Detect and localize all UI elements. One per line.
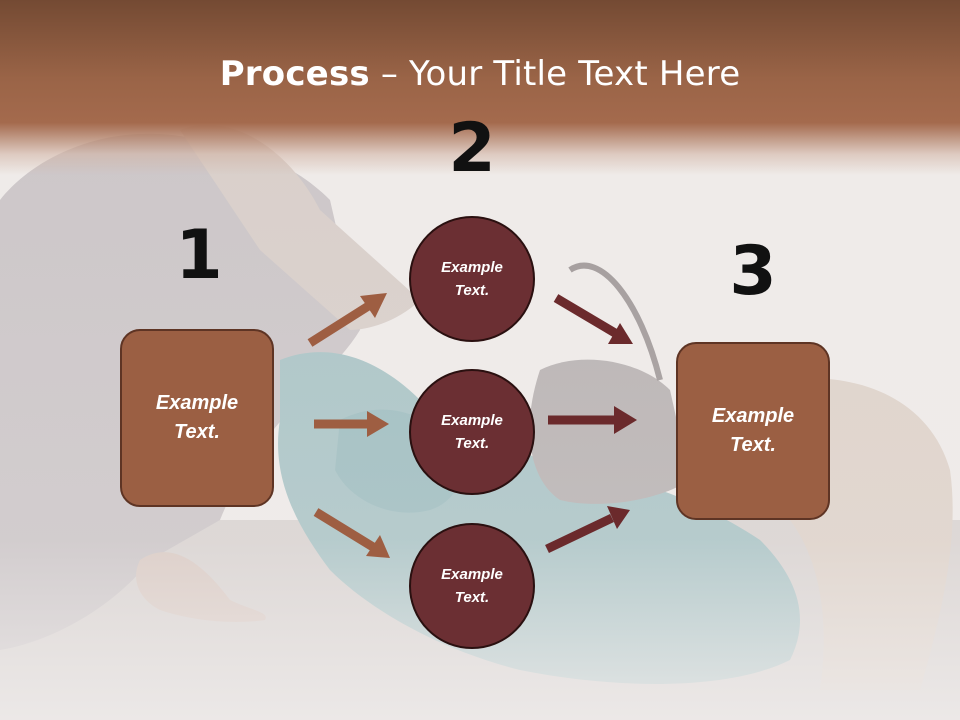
step-2-circle-bottom[interactable]: Example Text.: [409, 523, 535, 649]
arrow-from-middle-circle: [548, 406, 637, 434]
circle-bottom-line1: Example: [441, 566, 503, 583]
step-1-box[interactable]: Example Text.: [120, 329, 274, 507]
step-2-circle-top[interactable]: Example Text.: [409, 216, 535, 342]
circle-bottom-line2: Text.: [454, 589, 490, 606]
circle-middle-line1: Example: [441, 412, 503, 429]
step-number-1: 1: [175, 216, 223, 295]
step-3-box-line1: Example: [711, 405, 795, 427]
arrow-from-bottom-circle: [545, 506, 630, 554]
title-rest: – Your Title Text Here: [369, 54, 741, 94]
circle-top-line2: Text.: [454, 282, 490, 299]
step-3-box[interactable]: Example Text.: [676, 342, 830, 520]
step-number-3: 3: [729, 232, 777, 311]
header-band: [0, 0, 960, 175]
arrow-to-middle-circle: [314, 411, 389, 437]
title-bold: Process: [219, 54, 370, 94]
arrow-from-top-circle: [553, 294, 633, 344]
circle-middle-line2: Text.: [454, 435, 490, 452]
step-1-box-line1: Example: [155, 392, 239, 414]
step-number-2: 2: [448, 109, 496, 188]
arrow-to-bottom-circle: [313, 508, 390, 558]
slide-title: Process – Your Title Text Here: [0, 52, 960, 96]
circle-top-line1: Example: [441, 259, 503, 276]
step-1-box-line2: Text.: [174, 421, 220, 443]
arrow-to-top-circle: [307, 293, 387, 347]
step-2-circle-middle[interactable]: Example Text.: [409, 369, 535, 495]
step-3-box-line2: Text.: [730, 434, 776, 456]
